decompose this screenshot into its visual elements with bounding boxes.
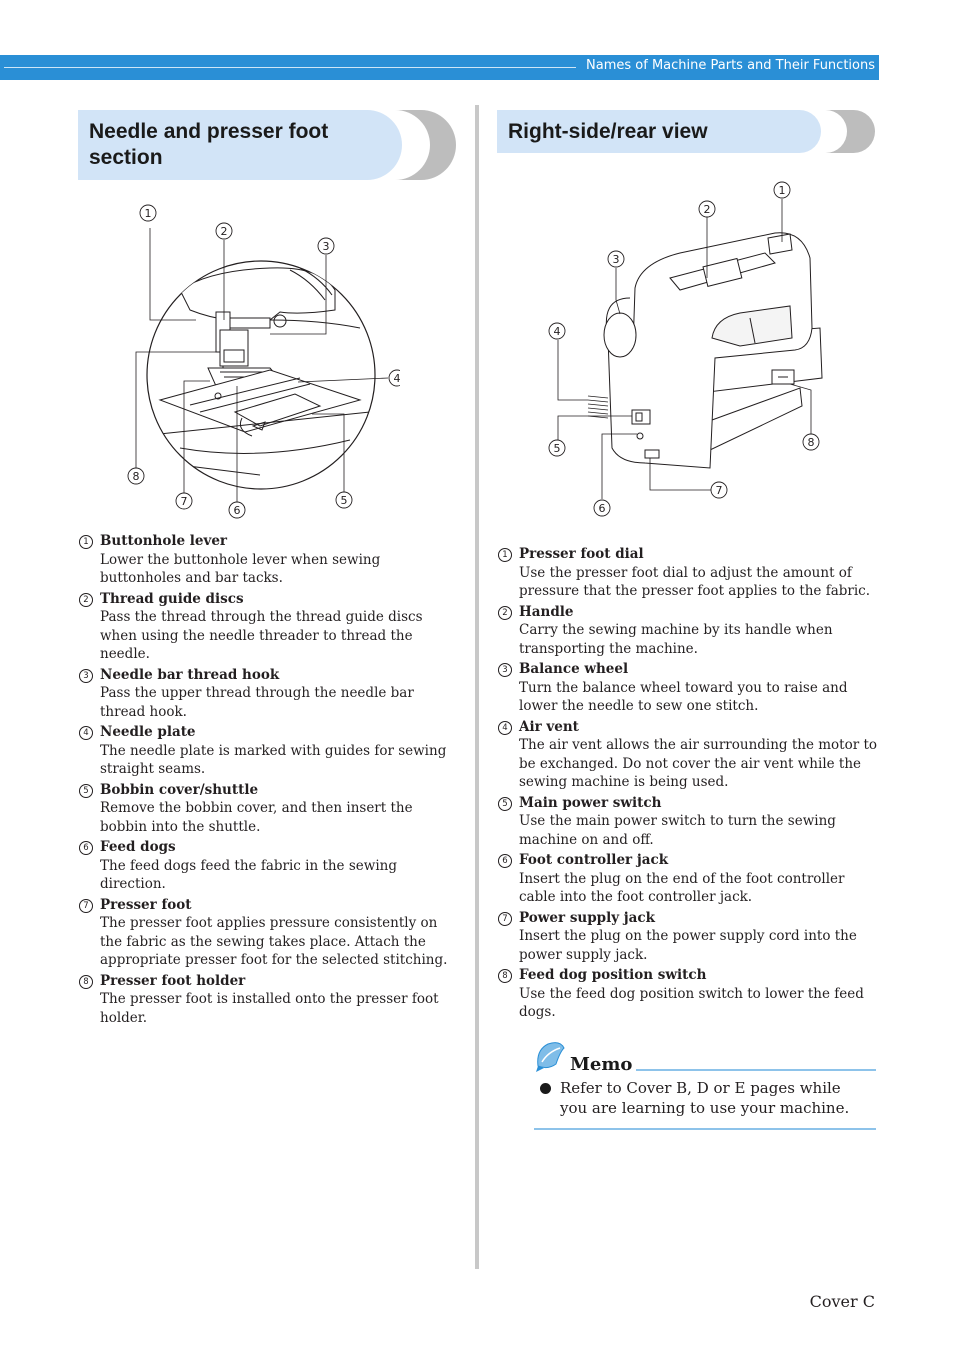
item-description: The feed dogs feed the fabric in the sew… <box>100 857 397 893</box>
item-name: Power supply jack <box>519 909 655 926</box>
item-name: Air vent <box>519 718 579 735</box>
left-callout-2: 2 <box>221 225 228 238</box>
item-number: 4 <box>79 726 93 740</box>
list-item: 8 Feed dog position switch Use the feed … <box>498 966 880 1022</box>
item-description: Remove the bobbin cover, and then insert… <box>100 800 413 835</box>
right-callout-1: 1 <box>779 184 786 197</box>
list-item: 1 Buttonhole lever Lower the buttonhole … <box>79 532 461 588</box>
needle-presser-foot-illustration: 1 2 3 4 5 6 7 8 <box>127 204 401 519</box>
right-callout-8: 8 <box>808 436 815 449</box>
item-number: 5 <box>498 796 512 811</box>
item-number: 4 <box>498 720 512 735</box>
list-item: 2 Handle Carry the sewing machine by its… <box>498 603 880 659</box>
item-name: Bobbin cover/shuttle <box>100 781 259 798</box>
list-item: 5 Main power switch Use the main power s… <box>498 794 880 850</box>
memo-icon <box>536 1042 565 1072</box>
item-number: 2 <box>498 605 512 620</box>
list-item: 1 Presser foot dial Use the presser foot… <box>498 545 880 601</box>
list-item: 8 Presser foot holder The presser foot i… <box>79 972 461 1028</box>
list-item: 5 Bobbin cover/shuttle Remove the bobbin… <box>79 781 461 837</box>
item-name: Presser foot holder <box>100 972 246 989</box>
item-description: The air vent allows the air surrounding … <box>519 737 878 790</box>
column-divider <box>475 105 479 1269</box>
left-callout-1: 1 <box>145 207 152 220</box>
list-item: 6 Feed dogs The feed dogs feed the fabri… <box>79 838 461 894</box>
left-callout-3: 3 <box>323 240 330 253</box>
right-callout-4: 4 <box>554 325 561 338</box>
item-number: 8 <box>79 974 93 989</box>
item-number: 7 <box>79 898 93 913</box>
item-description: Use the main power switch to turn the se… <box>519 813 836 848</box>
list-item: 4 Needle plate The needle plate is marke… <box>79 723 461 779</box>
item-description: The presser foot is installed onto the p… <box>100 991 439 1026</box>
item-description: Use the presser foot dial to adjust the … <box>519 564 871 600</box>
item-description: Use the feed dog position switch to lowe… <box>519 985 864 1021</box>
list-item: 3 Balance wheel Turn the balance wheel t… <box>498 660 880 716</box>
item-number: 3 <box>498 663 512 677</box>
list-item: 3 Needle bar thread hook Pass the upper … <box>79 666 461 722</box>
item-number: 3 <box>79 668 93 683</box>
item-number: 8 <box>498 969 512 983</box>
memo-rule-bottom <box>534 1128 876 1130</box>
item-name: Needle plate <box>100 724 196 740</box>
list-item: 4 Air vent The air vent allows the air s… <box>498 718 880 792</box>
item-name: Handle <box>519 603 574 620</box>
right-callout-2: 2 <box>704 203 711 216</box>
item-description: The needle plate is marked with guides f… <box>100 742 447 778</box>
machine-rear-view-illustration: 1 2 3 4 5 6 7 8 <box>548 181 823 517</box>
bullet-icon <box>540 1083 551 1094</box>
item-name: Feed dog position switch <box>519 967 707 983</box>
item-description: Pass the upper thread through the needle… <box>100 685 414 720</box>
item-description: Carry the sewing machine by its handle w… <box>519 622 833 657</box>
item-name: Buttonhole lever <box>100 533 228 549</box>
memo-rule-top <box>636 1069 876 1071</box>
item-description: Lower the buttonhole lever when sewing b… <box>100 551 381 587</box>
item-description: The presser foot applies pressure consis… <box>100 915 448 968</box>
item-description: Insert the plug on the end of the foot c… <box>519 870 845 906</box>
left-parts-list: 1 Buttonhole lever Lower the buttonhole … <box>79 532 461 1029</box>
right-callout-3: 3 <box>613 253 620 266</box>
left-section-heading: Needle and presser foot section <box>78 110 456 180</box>
list-item: 7 Power supply jack Insert the plug on t… <box>498 909 880 965</box>
item-name: Balance wheel <box>519 661 629 677</box>
item-name: Foot controller jack <box>519 852 669 868</box>
item-name: Needle bar thread hook <box>100 666 280 683</box>
memo-title: Memo <box>570 1054 633 1075</box>
item-number: 7 <box>498 911 512 926</box>
left-callout-8: 8 <box>133 470 140 483</box>
left-callout-7: 7 <box>181 495 188 508</box>
item-number: 2 <box>79 592 93 607</box>
right-section-heading: Right-side/rear view <box>497 110 875 153</box>
right-callout-7: 7 <box>716 484 723 497</box>
header-bar: Names of Machine Parts and Their Functio… <box>0 55 879 80</box>
item-number: 1 <box>79 535 93 549</box>
list-item: 2 Thread guide discs Pass the thread thr… <box>79 590 461 664</box>
item-number: 5 <box>79 783 93 798</box>
item-description: Pass the thread through the thread guide… <box>100 609 423 662</box>
page-label: Cover C <box>809 1292 875 1311</box>
header-title: Names of Machine Parts and Their Functio… <box>586 58 875 73</box>
left-callout-5: 5 <box>341 494 348 507</box>
right-parts-list: 1 Presser foot dial Use the presser foot… <box>498 545 880 1024</box>
right-section-title: Right-side/rear view <box>508 119 708 143</box>
item-number: 6 <box>498 854 512 868</box>
item-number: 6 <box>79 841 93 855</box>
list-item: 6 Foot controller jack Insert the plug o… <box>498 851 880 907</box>
list-item: 7 Presser foot The presser foot applies … <box>79 896 461 970</box>
right-callout-6: 6 <box>599 502 606 515</box>
left-callout-6: 6 <box>234 504 241 517</box>
header-rule <box>4 67 576 68</box>
item-description: Turn the balance wheel toward you to rai… <box>519 679 848 715</box>
item-name: Thread guide discs <box>100 590 244 607</box>
item-description: Insert the plug on the power supply cord… <box>519 928 857 963</box>
left-callout-4: 4 <box>394 372 401 385</box>
item-name: Presser foot <box>100 896 192 913</box>
item-number: 1 <box>498 548 512 562</box>
item-name: Presser foot dial <box>519 546 644 562</box>
left-section-title: Needle and presser foot section <box>89 120 329 169</box>
right-callout-5: 5 <box>554 442 561 455</box>
item-name: Main power switch <box>519 794 662 811</box>
memo-text: Refer to Cover B, D or E pages while you… <box>560 1079 850 1117</box>
item-name: Feed dogs <box>100 839 176 855</box>
